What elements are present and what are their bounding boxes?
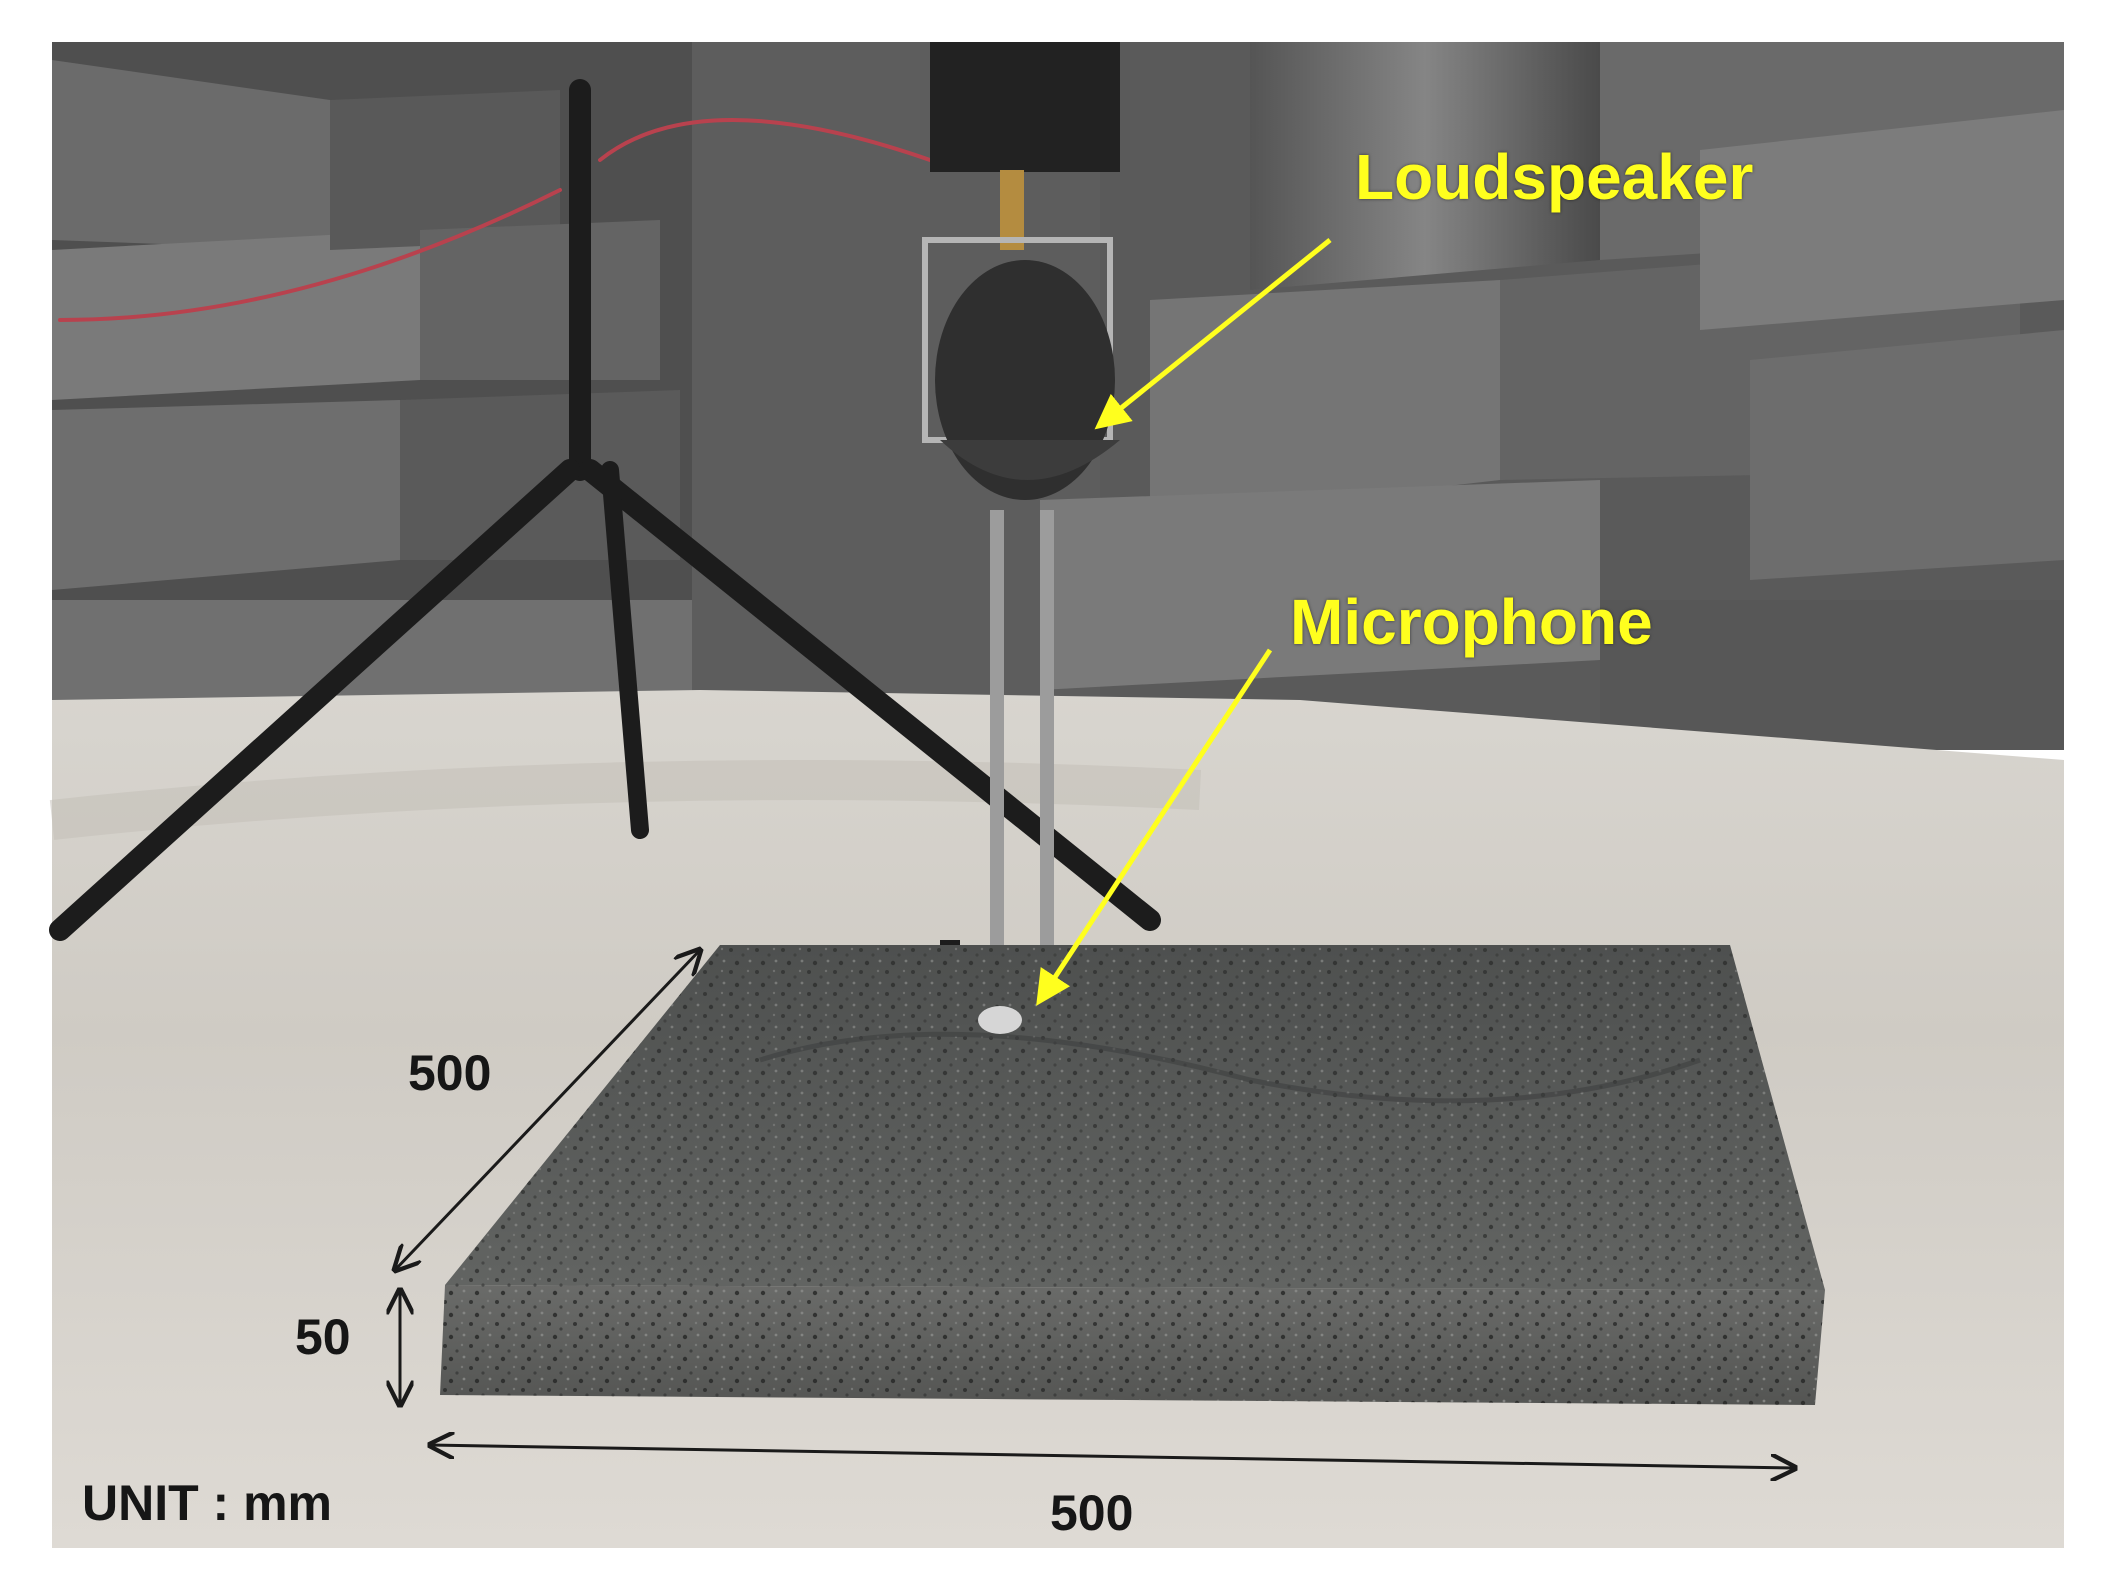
width-label: 500	[1050, 1485, 1134, 1541]
width-dimension-arrow	[430, 1445, 1795, 1468]
concrete-slab	[440, 945, 1825, 1405]
loudspeaker-label: Loudspeaker	[1355, 141, 1754, 213]
unit-label: UNIT : mm	[82, 1475, 332, 1531]
depth-label: 500	[408, 1045, 492, 1101]
photo	[49, 42, 2064, 1548]
loudspeaker-pointer-arrow	[1094, 238, 1332, 430]
acoustic-foam-right	[1040, 42, 2064, 750]
microphone-label: Microphone	[1290, 586, 1653, 658]
tripod	[49, 79, 1161, 941]
microphone-pointer-arrow	[1036, 648, 1273, 1006]
thickness-label: 50	[295, 1309, 351, 1365]
microphone-capsule	[978, 1006, 1022, 1034]
loudspeaker-rig	[922, 42, 1120, 970]
acoustic-foam-left	[52, 42, 692, 732]
depth-dimension-arrow	[395, 950, 700, 1270]
